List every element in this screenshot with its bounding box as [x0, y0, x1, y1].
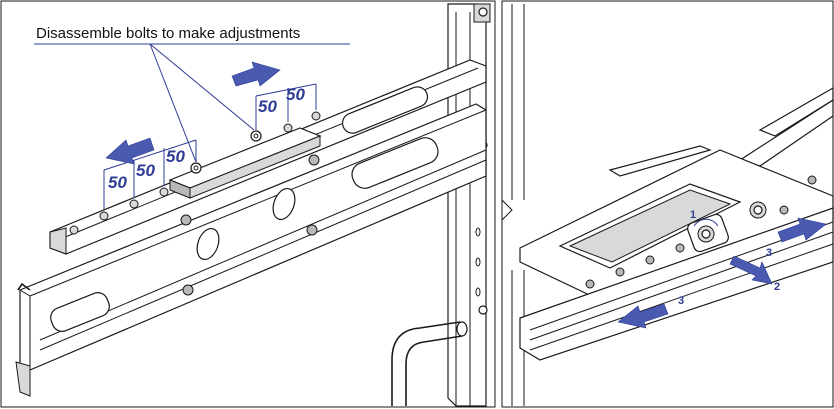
- dimension-label-right-1: 50: [258, 97, 277, 116]
- dimension-label-left-3: 50: [166, 147, 185, 166]
- left-slider-plate: [168, 127, 322, 199]
- left-panel: Disassemble bolts to make adjustments 50…: [0, 0, 496, 408]
- left-panel-frame: [0, 0, 496, 408]
- callout-leader-1: [149, 43, 197, 163]
- slide-left-arrow-icon: [617, 303, 669, 329]
- pull-arrow-icon: [729, 255, 773, 285]
- callout-leader-2: [149, 43, 255, 131]
- left-main-bracket: [15, 86, 487, 397]
- dimension-label-left-2: 50: [136, 161, 155, 180]
- right-panel: 1 2 3 3: [501, 0, 834, 408]
- left-arrow-icon: [105, 137, 155, 165]
- slide-right-arrow-icon: [777, 217, 827, 243]
- right-mount-plate: [519, 145, 834, 301]
- left-hole-row: [69, 111, 321, 235]
- left-handle: [391, 321, 468, 406]
- right-bolts: [687, 201, 767, 253]
- left-dimension-lines: [103, 83, 317, 210]
- step-label-rotate: 1: [690, 209, 696, 221]
- right-arrow-icon: [231, 61, 281, 87]
- step-label-slide-right: 3: [766, 247, 772, 259]
- dimension-label-left-1: 50: [108, 173, 127, 192]
- right-wall-post: [501, 4, 525, 406]
- dimension-label-right-2: 50: [286, 85, 305, 104]
- step-label-pull: 2: [774, 281, 780, 293]
- callout-text: Disassemble bolts to make adjustments: [36, 25, 300, 42]
- right-lower-rail: [519, 175, 834, 361]
- step-label-slide-left: 3: [678, 295, 684, 307]
